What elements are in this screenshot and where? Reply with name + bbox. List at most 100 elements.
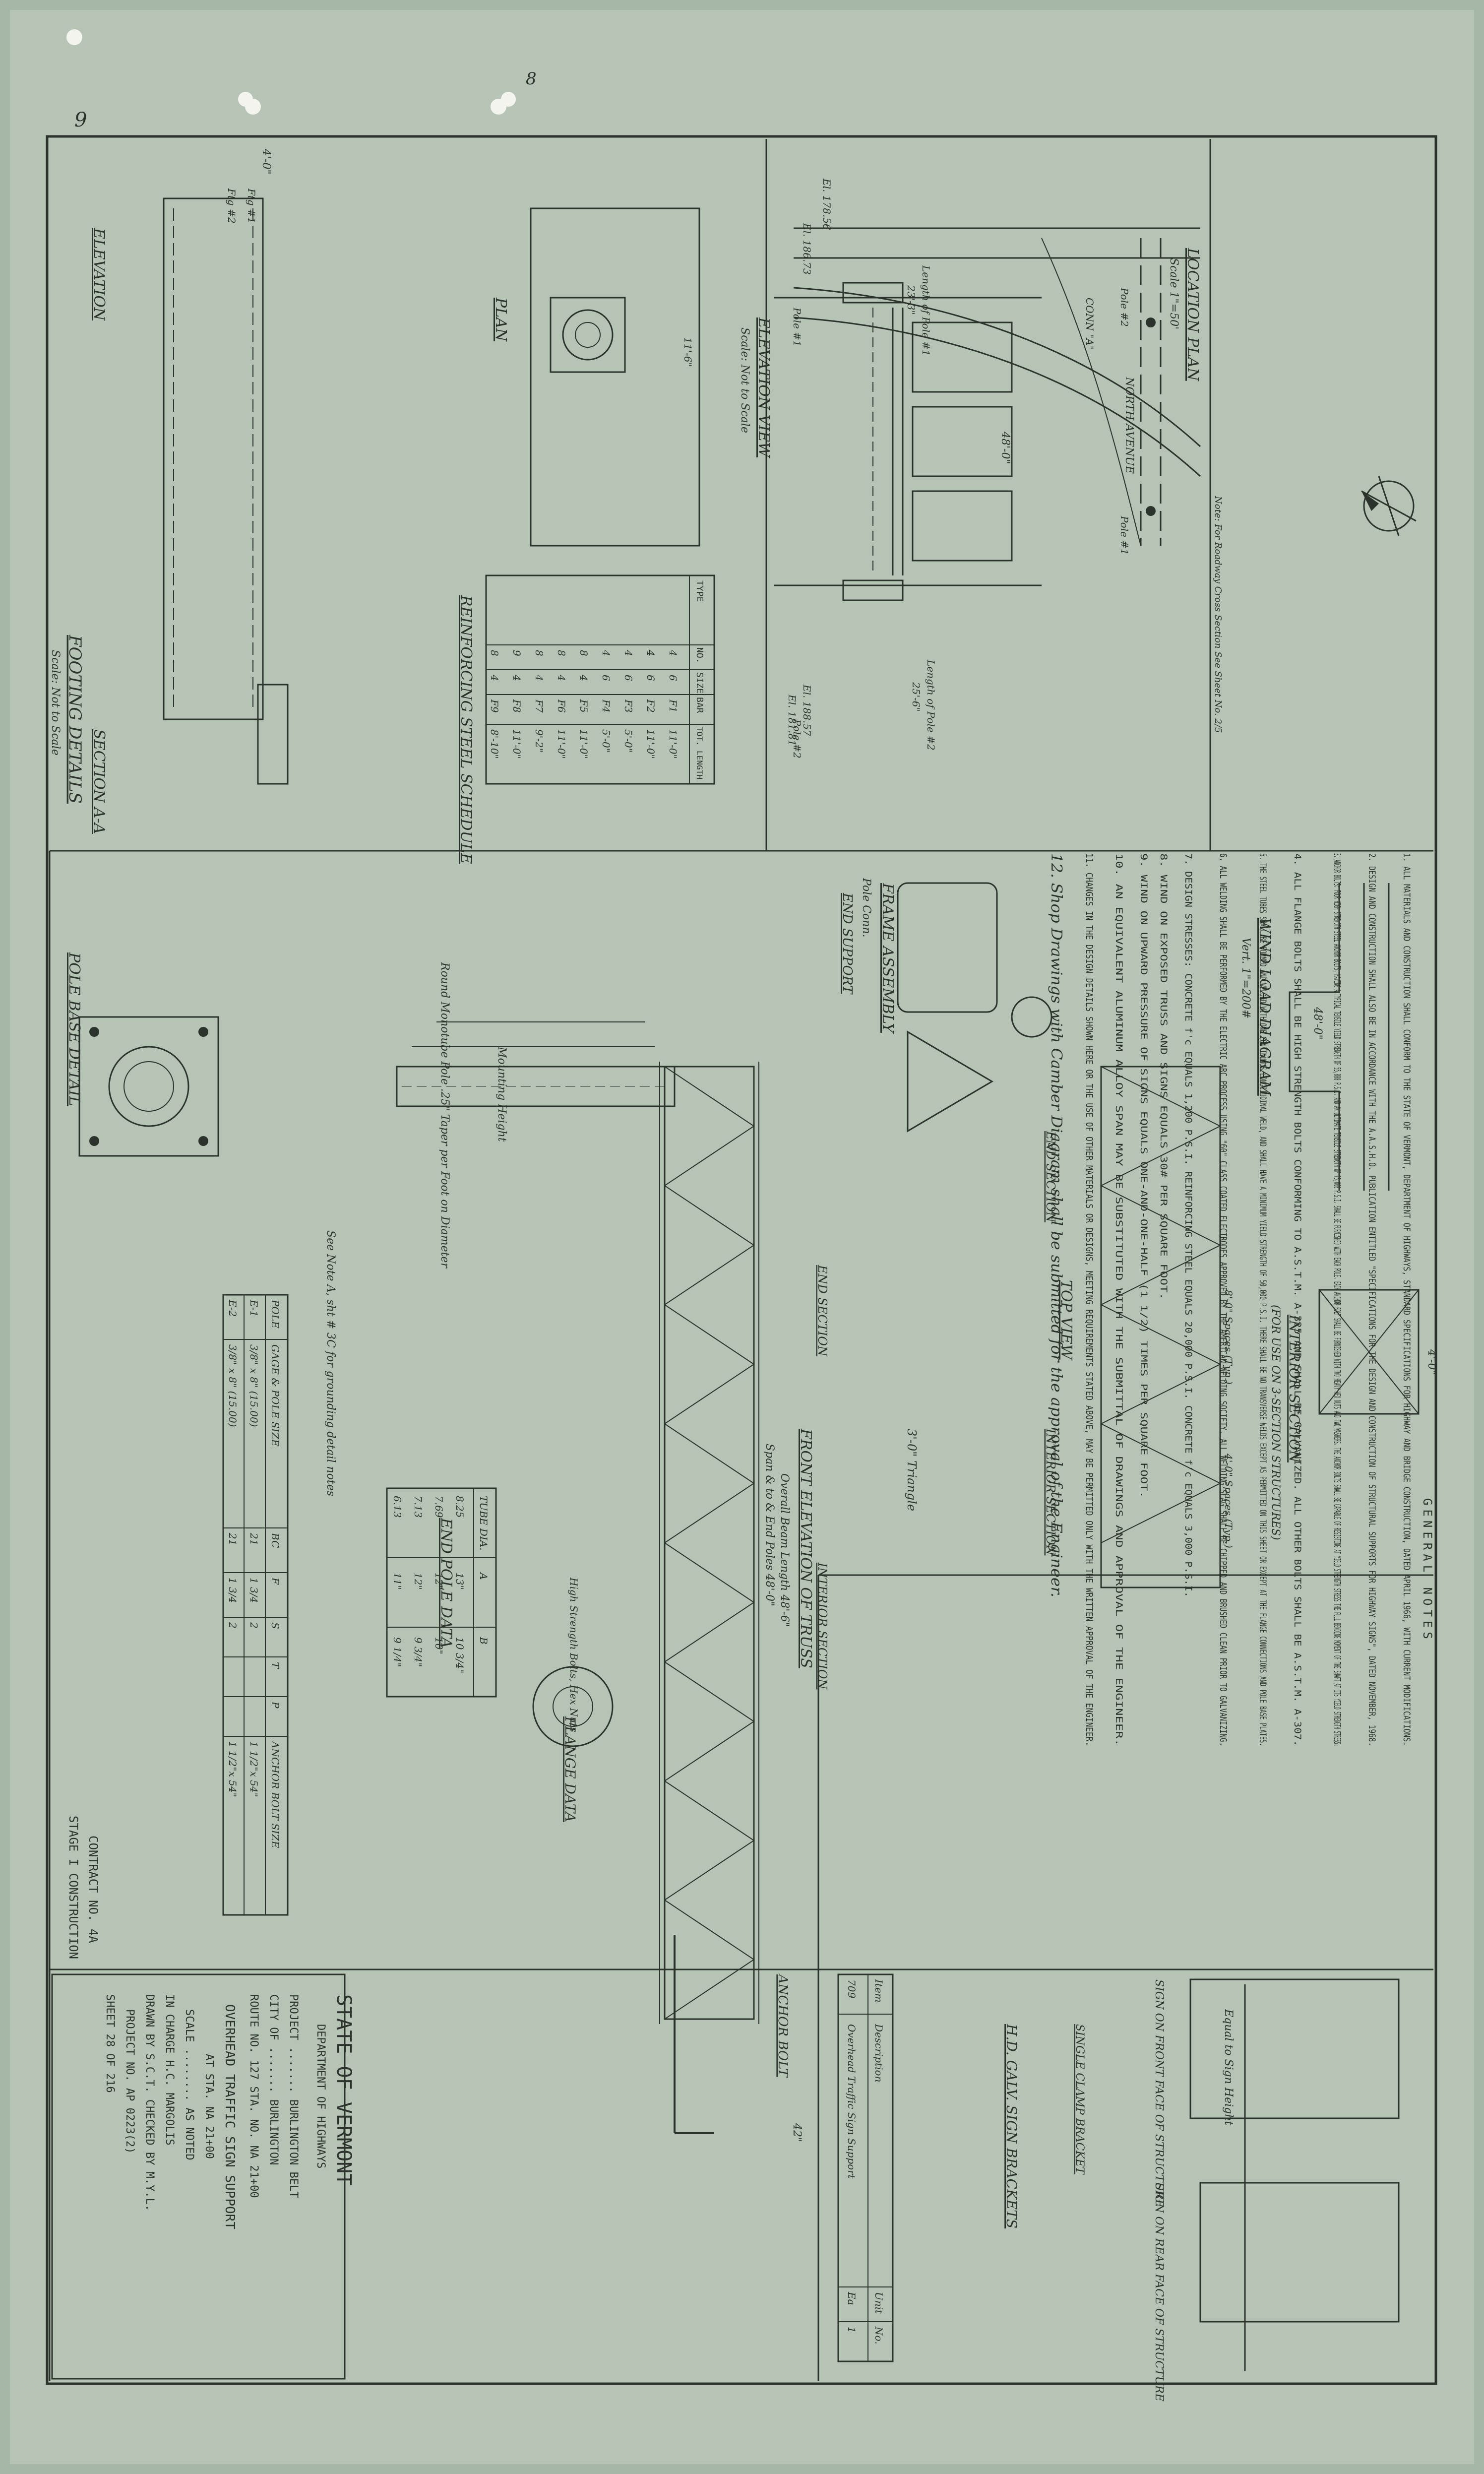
end-pole-header: T	[269, 1662, 281, 1669]
footing-details: ELEVATION PLAN FOOTING DETAILS Scale: No…	[49, 148, 700, 834]
anchor-bolt-title: ANCHOR BOLT	[775, 1973, 790, 2078]
flange-cell: 10 3/4"	[454, 1637, 466, 1673]
sign-brackets: H.D. GALV. SIGN BRACKETS SINGLE CLAMP BR…	[1003, 1978, 1400, 2402]
top-view-title: TOP VIEW	[1057, 1280, 1075, 1361]
end-pole-header: GAGE & POLE SIZE	[269, 1344, 281, 1447]
end-pole-cell: E-1	[248, 1299, 260, 1317]
elevation-view-title: ELEVATION VIEW	[755, 317, 772, 458]
anchor-bolt: ANCHOR BOLT 42"	[674, 1935, 803, 2142]
top-view-spaces: 4'-0" Spaces (Typ.)	[1223, 1453, 1235, 1548]
note-7: 7. DESIGN STRESSES: CONCRETE f'c EQUALS …	[1183, 853, 1194, 1597]
high-strength-label: High Strength Bolts, Hex Nuts	[568, 1577, 580, 1732]
end-pole-cell: 2	[227, 1622, 239, 1629]
elevation-view-scale: Scale: Not to Scale	[739, 327, 751, 433]
flange-cell: 11"	[391, 1573, 403, 1590]
rev-h-unit: Unit	[873, 2292, 885, 2314]
end-pole-cell: 1 1/2"x 54"	[248, 1741, 260, 1797]
north-avenue-label: NORTH AVENUE	[1123, 377, 1135, 474]
note-12: 12. Shop Drawings with Camber Diagram sh…	[1048, 853, 1065, 1597]
reinf-cell: 8'-10"	[489, 729, 500, 759]
frame-assembly: FRAME ASSEMBLY END SUPPORT Pole Conn. 3'…	[840, 878, 1052, 1511]
end-pole-cell: 1 3/4	[248, 1578, 260, 1603]
pole1-label: Pole #1	[1118, 515, 1130, 555]
reinf-cell: F4	[600, 699, 612, 713]
reinf-cell: 6	[667, 675, 679, 681]
reinf-cell: 4	[645, 649, 657, 656]
end-pole-header: BC	[269, 1532, 281, 1548]
reinf-cell: 5'-0"	[600, 729, 612, 753]
anchor-bolt-dim: 42"	[791, 2123, 803, 2142]
top-view-interior-section: INTERIOR SECTION	[1044, 1428, 1057, 1556]
flange-cell: 12"	[412, 1573, 424, 1590]
reinf-cell: 4	[578, 674, 590, 681]
rev-h-item: Item	[873, 1979, 885, 2003]
tb-scale: SCALE ........ AS NOTED	[183, 2009, 195, 2160]
end-pole-header: F	[269, 1577, 281, 1585]
reinf-cell: 4	[556, 674, 567, 681]
reinf-cell: 8	[489, 650, 500, 656]
location-plan: LOCATION PLAN Scale 1"=50' NORTH AVENUE …	[793, 227, 1417, 733]
end-pole-cell: 1 1/2"x 54"	[227, 1741, 239, 1797]
flange-title: FLANGE DATA	[562, 1716, 578, 1822]
interior-section-title: INTERIOR SECTION	[1286, 1314, 1302, 1463]
flange-cell: 9 3/4"	[412, 1637, 424, 1667]
rev-item: 709	[846, 1979, 858, 1998]
pole2-label: Pole #2	[1118, 287, 1130, 327]
len1-label: Length of Pole #1	[920, 265, 932, 356]
north-arrow-icon	[1361, 476, 1417, 536]
reinf-cell: 11'-0"	[556, 729, 567, 759]
reinf-cell: F6	[556, 699, 567, 713]
punch-hole	[501, 92, 516, 107]
equal-sign-height: Equal to Sign Height	[1222, 2009, 1235, 2125]
flange-cell: 8.25	[454, 1496, 466, 1518]
flange-cell: 7.13	[412, 1496, 424, 1518]
triangle-label: 3'-0" Triangle	[905, 1429, 919, 1511]
el-top: El. 178.56	[821, 178, 833, 230]
tb-drawn: DRAWN BY S.C.T. CHECKED BY M.Y.L.	[143, 1994, 156, 2211]
pole-base-detail: POLE BASE DETAIL See Note A, sht # 3C fo…	[65, 952, 337, 1496]
reinf-cell: F7	[533, 699, 545, 713]
reinf-cell: 4	[533, 674, 545, 681]
tb-state: STATE OF VERMONT	[332, 1994, 355, 2185]
reinf-h-bar: BAR	[694, 697, 705, 713]
end-pole-cell: 3/8" x 8" (15.00)	[227, 1344, 239, 1427]
rev-no: 1	[846, 2327, 858, 2333]
reinf-cell: 5'-0"	[622, 729, 634, 753]
reinf-cell: F9	[489, 699, 500, 713]
footing-width: 4'-0"	[260, 148, 272, 175]
reinf-cell: F2	[645, 699, 657, 713]
reinforcing-title: REINFORCING STEEL SCHEDULE	[457, 595, 475, 864]
reinf-cell: 6	[622, 675, 634, 681]
tb-contract: CONTRACT NO. 4A	[86, 1836, 100, 1943]
elevation-view: ELEVATION VIEW Scale: Not to Scale Lengt…	[739, 178, 1042, 759]
end-pole-header: POLE	[269, 1299, 281, 1329]
front-truss-end: END SECTION	[815, 1265, 829, 1357]
end-pole-cell: 2	[248, 1622, 260, 1629]
el-right: El. 188.57	[801, 684, 813, 736]
note-9: 9. WIND ON UPWARD PRESSURE OF SIGNS EQUA…	[1138, 853, 1149, 1498]
main-border	[46, 135, 1437, 2385]
end-pole-cell: 1 3/4	[227, 1578, 239, 1603]
wind-load-dim: 48'-0"	[1311, 1007, 1324, 1040]
flange-header: B	[478, 1637, 490, 1645]
footing-section-label: SECTION A-A	[90, 729, 108, 834]
overall-length: Overall Beam Length 48'-6"	[778, 1473, 791, 1627]
reinf-cell: 11'-0"	[578, 729, 590, 759]
end-pole-title: END POLE DATA	[437, 1518, 455, 1648]
tb-project-no: PROJECT NO. AP 0223(2)	[124, 2009, 136, 2154]
footing-title: FOOTING DETAILS	[65, 634, 85, 804]
reinf-cell: F3	[622, 699, 634, 713]
footing-elevation-label: ELEVATION	[90, 228, 108, 321]
mounting-height: Mounting Height	[495, 1046, 508, 1142]
end-pole-cell: E-2	[227, 1299, 239, 1317]
reinf-cell: 4	[622, 649, 634, 656]
wind-load-scale: Vert. 1"=200#	[1239, 938, 1252, 1018]
reinf-h-no: NO.	[694, 647, 705, 664]
reinf-cell: 4	[600, 649, 612, 656]
footing-scale: Scale: Not to Scale	[49, 650, 62, 756]
top-view-spaces2: 8'-0" Spaces (Typ.)	[1223, 1290, 1235, 1385]
note-11: 11. CHANGES IN THE DESIGN DETAILS SHOWN …	[1084, 853, 1095, 1746]
reinf-cell: 8	[556, 650, 567, 656]
